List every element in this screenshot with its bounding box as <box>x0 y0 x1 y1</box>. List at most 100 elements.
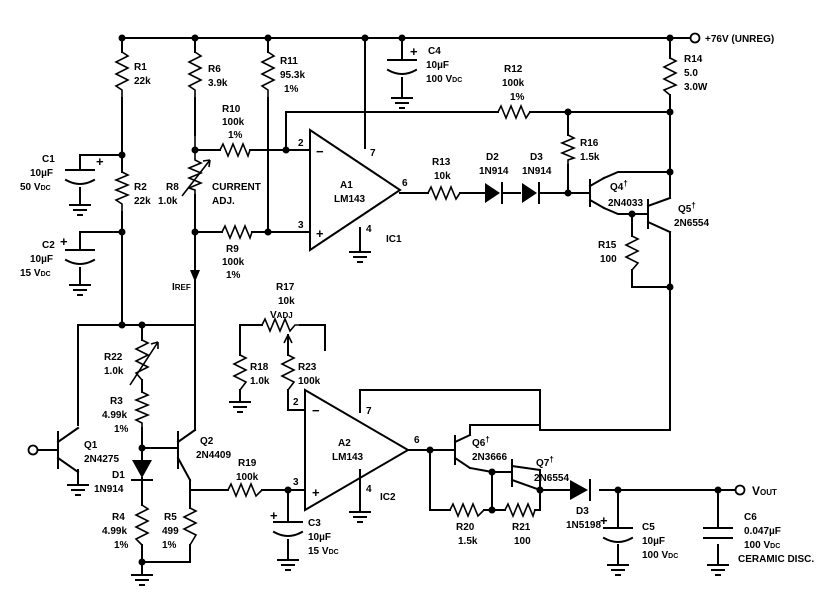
junction-dot <box>361 34 369 42</box>
transistor-q6-icon <box>453 433 472 470</box>
r8-adjust-arrow <box>181 159 211 197</box>
ground-icon <box>349 511 371 523</box>
resistor-r15 <box>624 235 640 271</box>
r12-value: 100k <box>502 78 525 89</box>
q6-name: Q6† <box>472 435 490 449</box>
diode-d3-icon <box>522 183 537 203</box>
q6-part: 2N3666 <box>472 452 507 463</box>
c2-rating: 15 VDC <box>20 268 51 279</box>
q4-name: Q4† <box>610 179 628 193</box>
junction-dot <box>264 228 272 236</box>
capacitor-c5 <box>602 527 634 543</box>
output-terminal <box>734 484 746 496</box>
r17-wire <box>239 324 326 403</box>
q4-emitter-wire <box>602 171 671 180</box>
diode-d1-icon <box>132 460 152 478</box>
terminals <box>27 32 746 496</box>
vadj-label: VADJ <box>270 310 293 321</box>
junction-dot <box>284 486 292 494</box>
r18-name: R18 <box>250 362 269 373</box>
resistor-r11 <box>260 51 276 98</box>
r22-name: R22 <box>104 352 123 363</box>
r23-name: R23 <box>298 362 317 373</box>
r19-value: 100k <box>236 472 259 483</box>
capacitor-c4 <box>386 59 418 75</box>
r18-value: 1.0k <box>250 376 270 387</box>
supply-terminal <box>689 32 701 44</box>
q7-part: 2N6554 <box>534 473 569 484</box>
r8-value: 1.0k <box>158 196 178 207</box>
r9-value: 100k <box>222 257 245 268</box>
opamps: − + − + <box>304 128 410 512</box>
r9-name: R9 <box>226 244 239 255</box>
resistors <box>113 51 678 546</box>
r11-value: 95.3k <box>280 70 305 81</box>
q1-name: Q1 <box>84 440 98 451</box>
r10-value: 100k <box>222 117 245 128</box>
d1-part: 1N914 <box>94 484 124 495</box>
resistor-r2 <box>113 171 131 212</box>
r3-tolerance: 1% <box>114 424 129 435</box>
junction-dot <box>666 34 674 42</box>
junction-dot <box>614 486 622 494</box>
c1-value: 10µF <box>30 168 53 179</box>
ground-icon <box>67 484 89 496</box>
q7-name: Q7† <box>536 455 554 469</box>
c2-value: 10µF <box>30 254 53 265</box>
resistor-r21 <box>504 501 536 519</box>
a2-name: A2 <box>338 438 351 449</box>
ground-icon <box>349 251 371 263</box>
junction-dot <box>118 228 126 236</box>
iref-label: IREF <box>172 282 191 293</box>
r17-value: 10k <box>278 296 295 307</box>
junction-dot <box>138 444 146 452</box>
junction-dot <box>714 486 722 494</box>
junction-dot <box>564 189 572 197</box>
r3-name: R3 <box>110 396 123 407</box>
ground-icon <box>391 97 413 109</box>
transistor-q2-icon <box>176 428 197 482</box>
resistor-r13 <box>427 184 461 202</box>
resistor-r16 <box>559 134 577 165</box>
r17-wiper <box>283 334 293 344</box>
c6-name: C6 <box>744 512 757 523</box>
r4-value: 4.99k <box>102 526 127 537</box>
resistor-r20 <box>449 501 485 519</box>
c6-value: 0.047µF <box>744 526 781 537</box>
a1-name: A1 <box>340 180 353 191</box>
diode-d3b-icon <box>570 480 588 500</box>
a2-part: LM143 <box>332 452 364 463</box>
q2-part: 2N4409 <box>196 450 231 461</box>
q5-part: 2N6554 <box>674 218 709 229</box>
a2-pin-3: 3 <box>293 477 299 488</box>
supply-label: +76V (UNREG) <box>705 34 774 45</box>
r2-name: R2 <box>134 182 147 193</box>
r16-value: 1.5k <box>580 152 600 163</box>
d2-name: D2 <box>486 152 499 163</box>
resistor-r6 <box>187 51 203 98</box>
transistors <box>56 176 672 492</box>
q1-base-terminal <box>27 444 39 456</box>
ground-icon <box>131 574 153 586</box>
c1-name: C1 <box>42 154 55 165</box>
r17-name: R17 <box>276 282 295 293</box>
r10-name: R10 <box>222 104 241 115</box>
a2-pin-4: 4 <box>366 484 372 495</box>
junction-dot <box>118 321 126 329</box>
r21-value: 100 <box>514 536 531 547</box>
r19-name: R19 <box>238 458 257 469</box>
junction-dot <box>398 34 406 42</box>
junction-dot <box>628 210 636 218</box>
transistor-q4-icon <box>588 176 606 210</box>
capacitor-c1 <box>64 169 96 185</box>
a1-pin-6: 6 <box>402 178 408 189</box>
r22-adjust-arrow <box>129 341 159 386</box>
polarity-plus-icon: + <box>270 508 278 523</box>
a2-pin-7: 7 <box>366 406 372 417</box>
r8-label-adj: ADJ. <box>212 196 235 207</box>
c2-wire <box>79 231 123 286</box>
r9-tolerance: 1% <box>226 270 241 281</box>
a1-part: LM143 <box>334 194 366 205</box>
transistor-q1-icon <box>56 426 80 474</box>
c5-rating: 100 VDC <box>642 550 678 561</box>
